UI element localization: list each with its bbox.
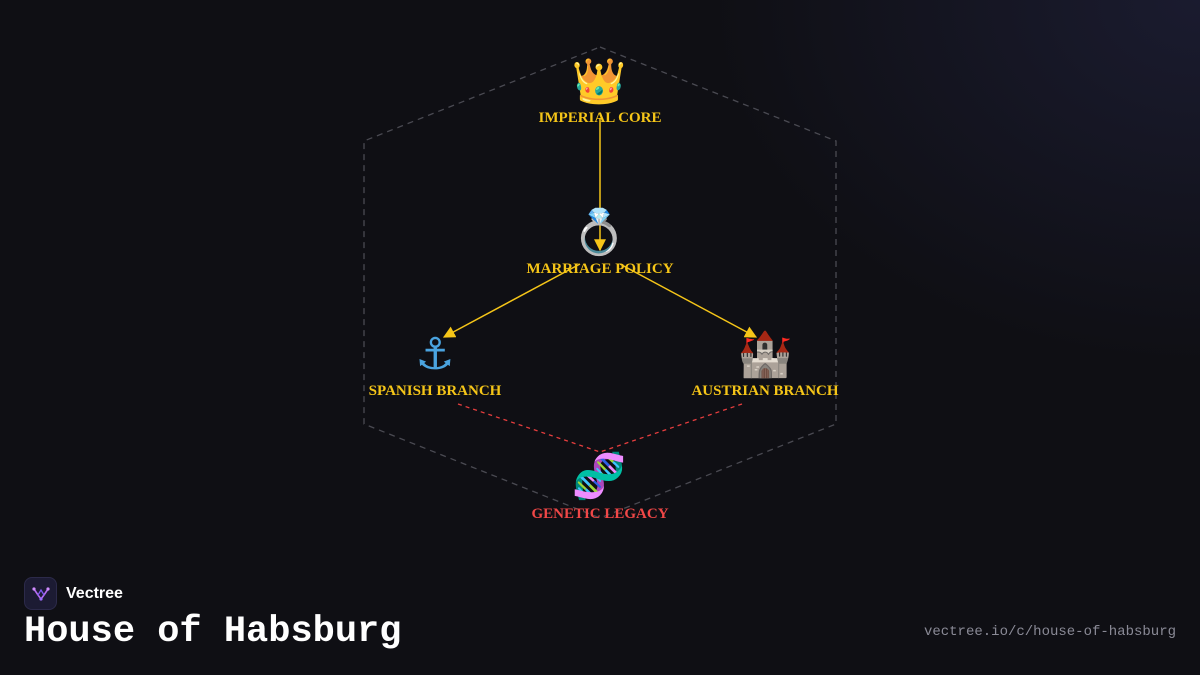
anchor-icon: ⚓: [415, 329, 454, 380]
node-label-genetic-legacy: GENETIC LEGACY: [531, 506, 668, 522]
brand: Vectree: [24, 577, 123, 610]
edge-marriage-to-spanish: [442, 263, 581, 338]
node-marriage-policy: 💍 MARRIAGE POLICY: [526, 207, 673, 277]
edge-spanish-to-genetic: [457, 403, 601, 453]
node-label-imperial-core: IMPERIAL CORE: [539, 110, 662, 126]
page-url[interactable]: vectree.io/c/house-of-habsburg: [923, 624, 1176, 640]
node-spanish-branch: ⚓ SPANISH BRANCH: [369, 329, 502, 399]
brand-name: Vectree: [66, 584, 123, 602]
node-label-austrian-branch: AUSTRIAN BRANCH: [691, 383, 838, 399]
page-title: House of Habsburg: [24, 611, 402, 653]
node-label-spanish-branch: SPANISH BRANCH: [369, 383, 502, 399]
node-imperial-core: 👑 IMPERIAL CORE: [539, 56, 662, 126]
edge-austrian-to-genetic: [599, 403, 743, 453]
node-label-marriage-policy: MARRIAGE POLICY: [526, 261, 673, 277]
crown-icon: 👑: [572, 56, 627, 107]
edge-marriage-to-austrian: [619, 263, 758, 338]
hexagon-boundary: [363, 46, 837, 519]
dna-icon: 🧬: [572, 449, 627, 502]
castle-icon: 🏰: [738, 329, 793, 380]
ring-icon: 💍: [572, 207, 627, 258]
node-austrian-branch: 🏰 AUSTRIAN BRANCH: [691, 329, 838, 399]
vectree-logo-icon: [24, 577, 57, 610]
node-genetic-legacy: 🧬 GENETIC LEGACY: [531, 449, 668, 522]
